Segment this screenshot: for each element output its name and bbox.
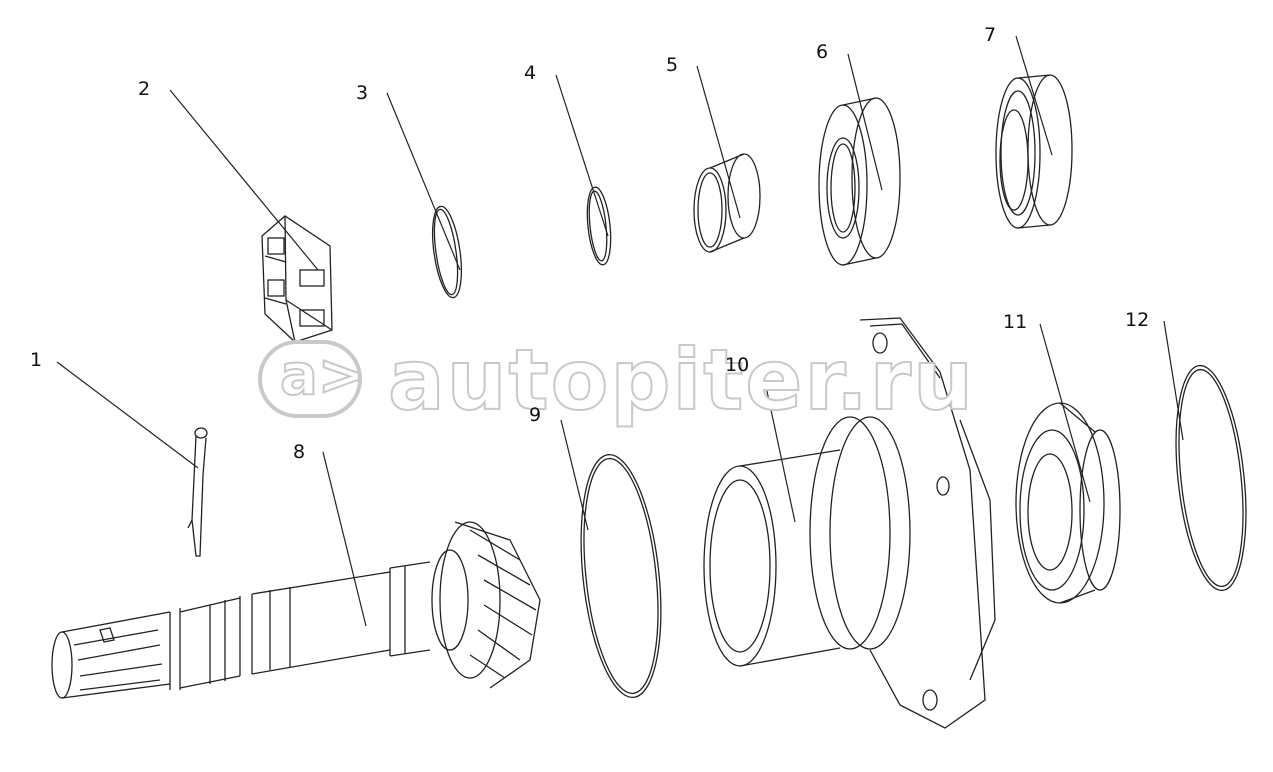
part-6-seal [818, 97, 901, 266]
leader-10 [761, 367, 796, 523]
leader-6 [847, 53, 883, 191]
part-10-housing-flange [703, 317, 996, 729]
leader-7 [1015, 35, 1053, 156]
part-1-cotter-pin [187, 427, 208, 557]
leader-4 [555, 74, 609, 237]
part-5-sleeve [693, 153, 761, 253]
callout-1: 1 [30, 349, 43, 371]
callout-5: 5 [666, 54, 679, 76]
part-2-castle-nut [261, 215, 333, 343]
leader-2 [169, 89, 319, 271]
part-4-small-ring [586, 186, 612, 266]
callout-12: 12 [1125, 309, 1150, 331]
leader-8 [322, 451, 367, 627]
callout-6: 6 [816, 41, 829, 63]
part-7-bearing [995, 74, 1073, 229]
leader-1 [56, 361, 199, 469]
part-11-bearing [1015, 402, 1121, 604]
callout-8: 8 [293, 441, 306, 463]
watermark-text: autopiter.ru [387, 331, 975, 429]
leader-3 [386, 92, 461, 271]
callout-4: 4 [524, 62, 537, 84]
part-9-o-ring [580, 453, 662, 699]
part-3-snap-ring [431, 205, 463, 299]
callout-11: 11 [1003, 311, 1028, 333]
callout-3: 3 [356, 82, 369, 104]
watermark: a> autopiter.ru [258, 331, 1018, 438]
part-8-shaft-gear [51, 521, 541, 699]
leader-11 [1039, 323, 1091, 503]
callout-2: 2 [138, 78, 151, 100]
callout-10: 10 [725, 354, 750, 376]
leader-lines [56, 35, 1184, 627]
leader-9 [560, 419, 589, 531]
part-12-o-ring [1175, 364, 1247, 592]
callout-7: 7 [984, 24, 997, 46]
leader-5 [696, 65, 741, 219]
callout-9: 9 [529, 404, 542, 426]
leader-12 [1163, 320, 1184, 441]
watermark-logo: a> [258, 340, 366, 418]
